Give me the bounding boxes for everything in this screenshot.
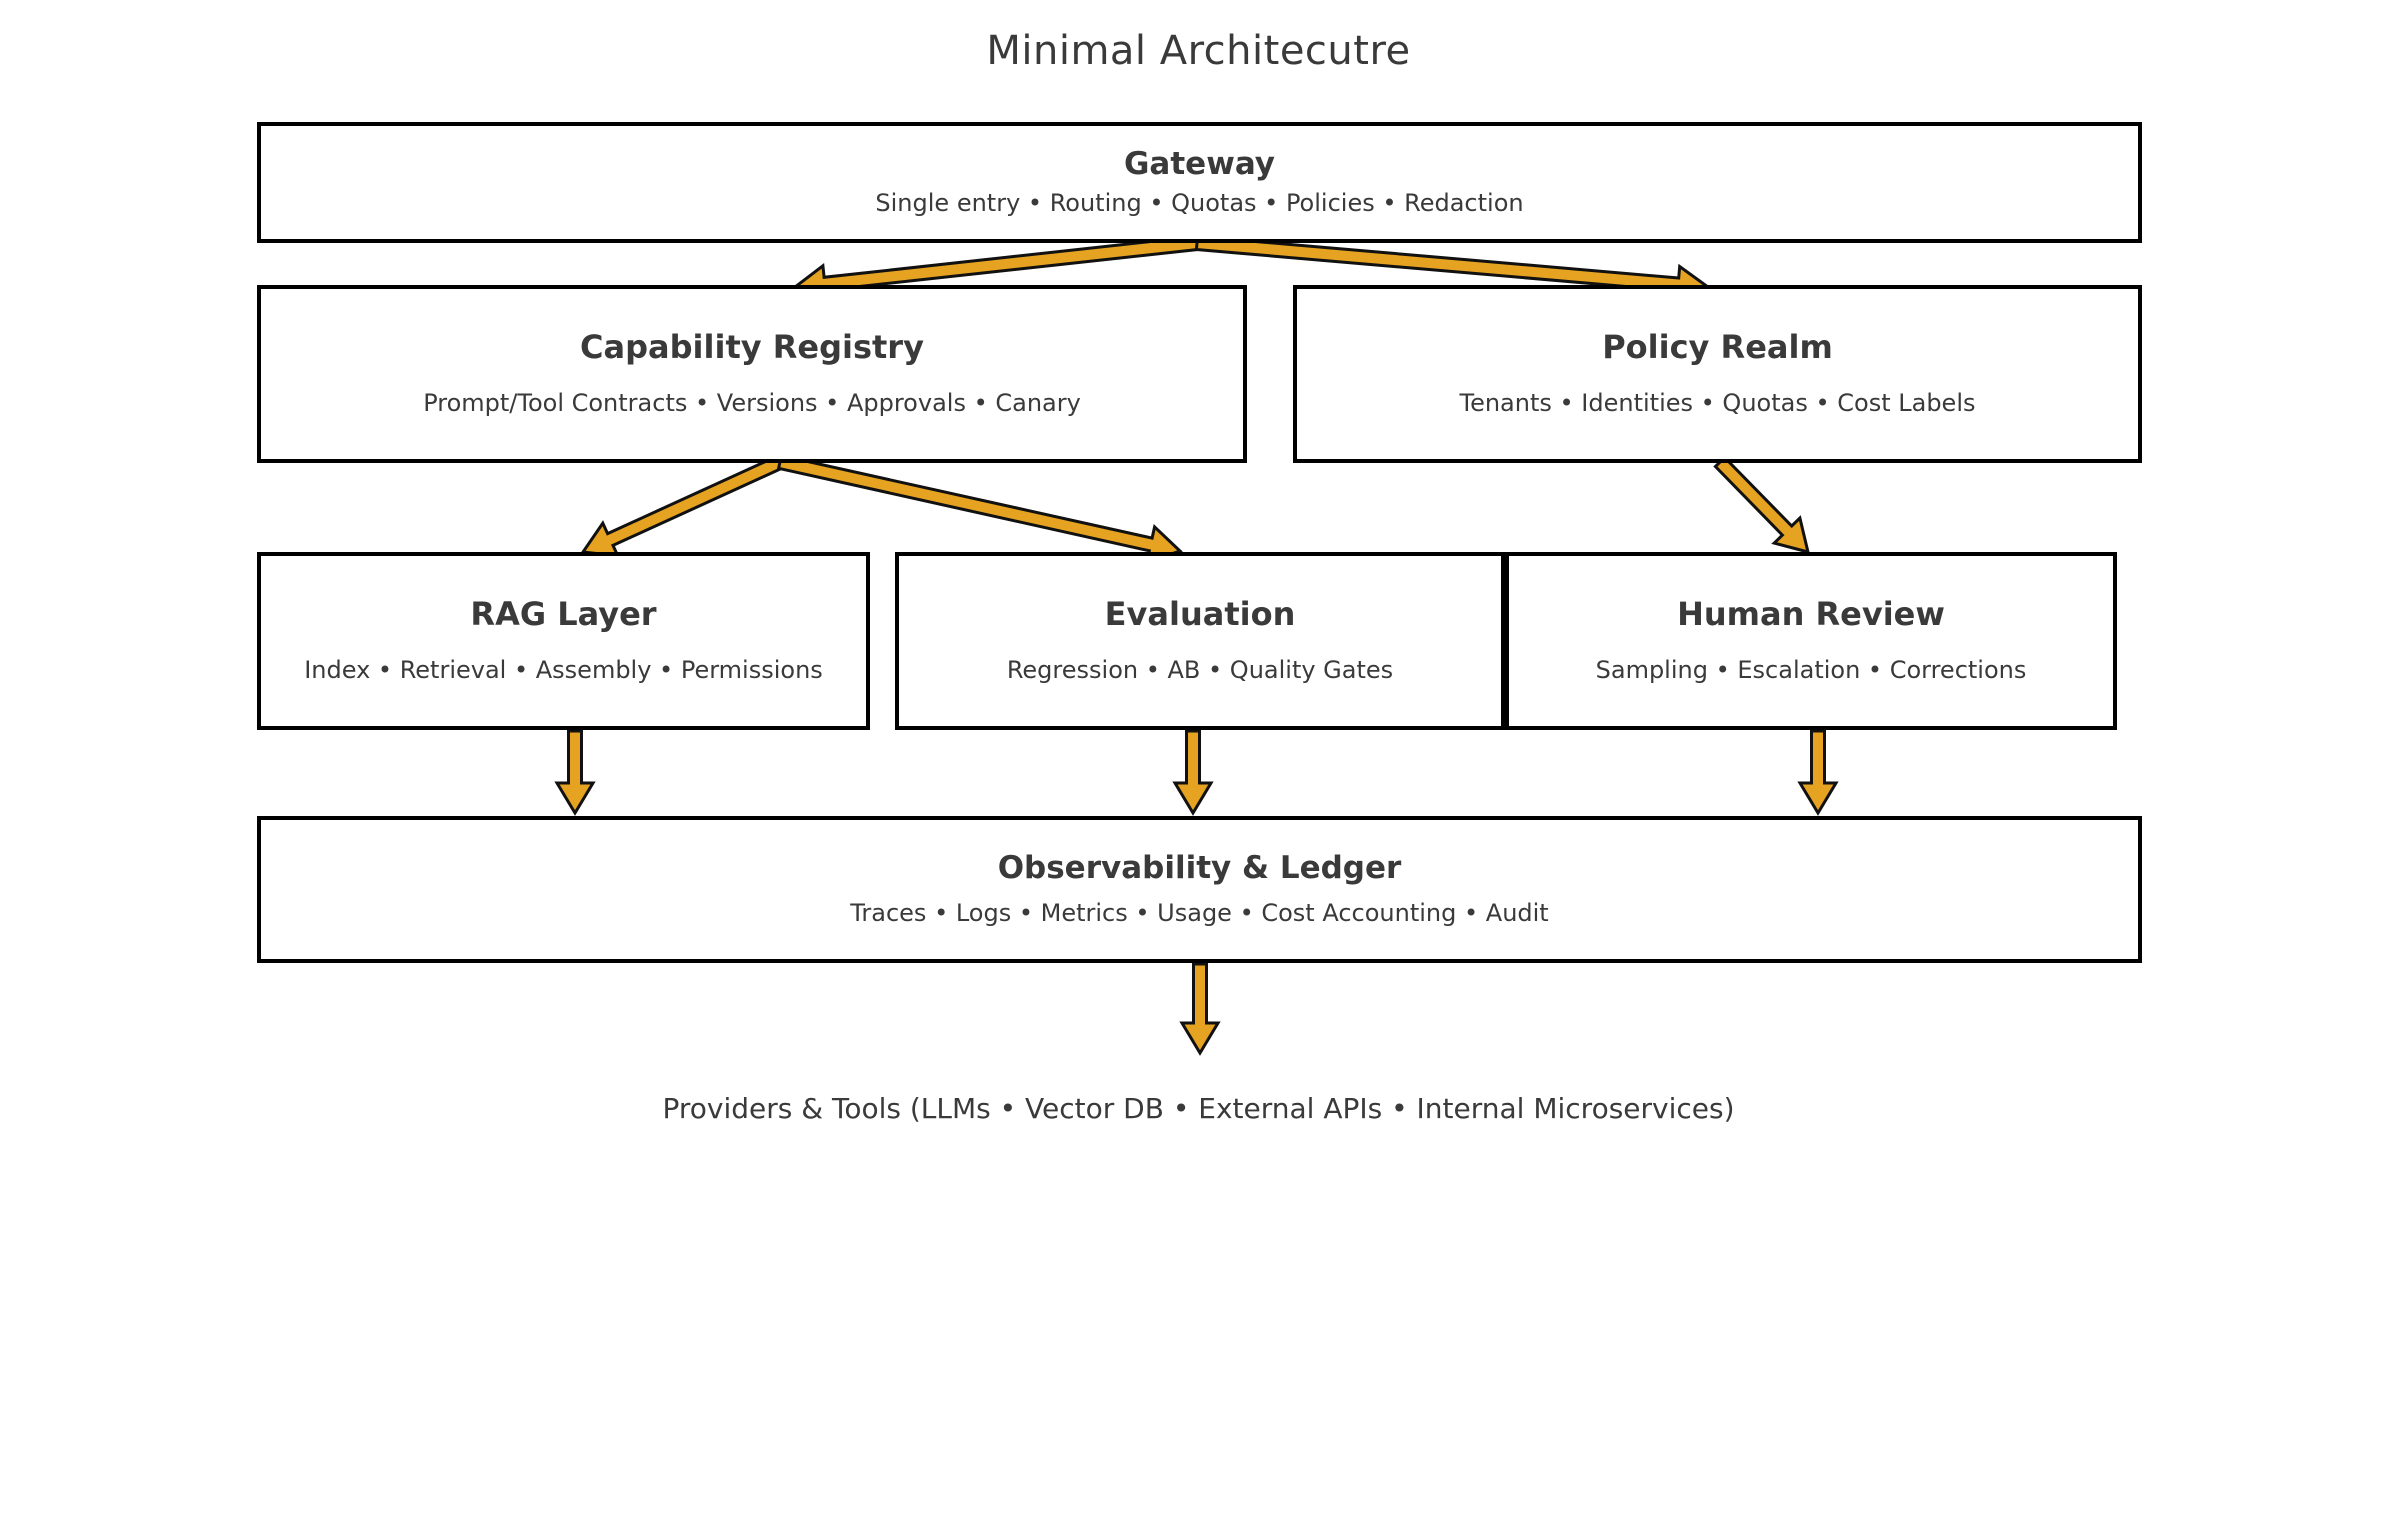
arrow-capability_registry-rag_layer xyxy=(580,454,785,558)
node-capability-registry-title: Capability Registry xyxy=(580,328,924,367)
node-evaluation-title: Evaluation xyxy=(1104,595,1296,634)
node-evaluation: Evaluation Regression • AB • Quality Gat… xyxy=(895,552,1505,730)
page-title: Minimal Architecutre xyxy=(986,28,1411,74)
node-policy-realm: Policy Realm Tenants • Identities • Quot… xyxy=(1293,285,2142,463)
node-gateway-subtitle: Single entry • Routing • Quotas • Polici… xyxy=(875,189,1524,218)
arrow-capability_registry-evaluation xyxy=(776,453,1183,565)
node-capability-registry: Capability Registry Prompt/Tool Contract… xyxy=(257,285,1247,463)
arrow-policy_realm-human_review xyxy=(1713,455,1811,555)
node-gateway-title: Gateway xyxy=(1123,146,1276,183)
node-observability-ledger: Observability & Ledger Traces • Logs • M… xyxy=(257,816,2142,963)
arrow-evaluation-observability xyxy=(1172,729,1214,816)
node-capability-registry-subtitle: Prompt/Tool Contracts • Versions • Appro… xyxy=(423,389,1081,418)
node-policy-realm-title: Policy Realm xyxy=(1602,328,1833,367)
node-rag-layer-subtitle: Index • Retrieval • Assembly • Permissio… xyxy=(304,656,823,685)
node-observability-ledger-title: Observability & Ledger xyxy=(997,850,1402,887)
node-evaluation-subtitle: Regression • AB • Quality Gates xyxy=(1006,656,1394,685)
arrow-observability-providers xyxy=(1179,962,1221,1056)
node-human-review: Human Review Sampling • Escalation • Cor… xyxy=(1505,552,2117,730)
providers-tools-label: Providers & Tools (LLMs • Vector DB • Ex… xyxy=(662,1092,1735,1125)
node-observability-ledger-subtitle: Traces • Logs • Metrics • Usage • Cost A… xyxy=(850,899,1549,928)
node-policy-realm-subtitle: Tenants • Identities • Quotas • Cost Lab… xyxy=(1459,389,1976,418)
arrow-human_review-observability xyxy=(1797,729,1839,816)
node-human-review-subtitle: Sampling • Escalation • Corrections xyxy=(1595,656,2027,685)
node-rag-layer-title: RAG Layer xyxy=(470,595,657,634)
node-human-review-title: Human Review xyxy=(1677,595,1945,634)
node-gateway: Gateway Single entry • Routing • Quotas … xyxy=(257,122,2142,243)
node-rag-layer: RAG Layer Index • Retrieval • Assembly •… xyxy=(257,552,870,730)
arrow-rag_layer-observability xyxy=(554,729,596,816)
